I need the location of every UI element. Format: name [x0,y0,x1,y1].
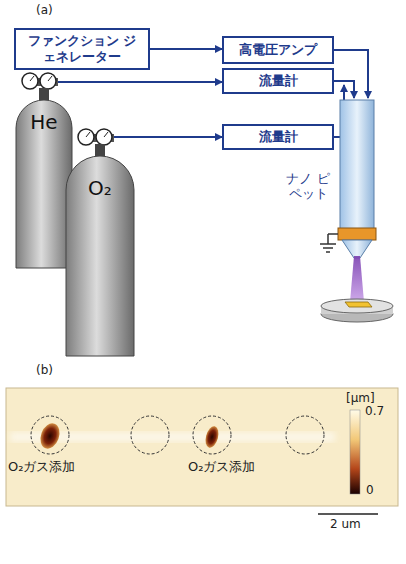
box-label: 流量計 [253,129,304,145]
amplifier-box: 高電圧アンプ [222,36,334,64]
panel-label: (b) [36,364,53,378]
box-label: 高電圧アンプ [233,42,323,58]
ground-symbol [320,234,338,252]
flow-arrow [112,136,222,138]
cylinder-outline [62,126,138,358]
box-label: ファンクション ジェネレーター [16,33,148,66]
flow-arrow [150,48,222,50]
gas-label: O₂ [62,176,138,200]
flowmeter-box: 流量計 [222,124,334,150]
box-label: 流量計 [253,73,304,89]
annotation: O₂ガス添加 [8,460,75,475]
gas-label: He [12,110,76,134]
height-map [6,388,398,506]
nano-pipette [338,100,376,302]
unit-label: [μm] [346,392,375,406]
scale-bar [318,513,378,515]
pipette-label: ナノ ピペット [282,172,334,202]
scale-max: 0.7 [365,405,384,419]
sample-stage [321,299,393,322]
generator-box: ファンクション ジェネレーター [14,28,150,70]
flowmeter-box: 流量計 [222,68,334,94]
scale-bar-label: 2 um [330,518,361,532]
panel-label: (a) [36,4,53,18]
scale-min: 0 [366,484,374,498]
annotation: O₂ガス添加 [188,460,255,475]
flow-arrow [56,81,222,83]
gas-cylinder: O₂ [62,126,138,358]
